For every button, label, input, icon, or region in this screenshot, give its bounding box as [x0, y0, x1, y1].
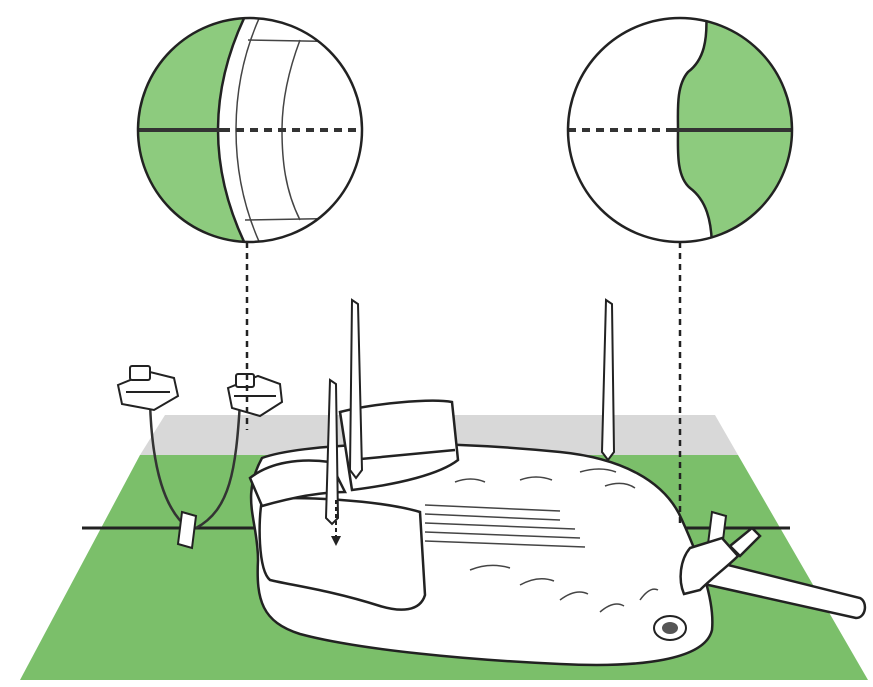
base-plate-ridges [424, 468, 659, 613]
wire-connector-icon [226, 373, 284, 418]
wire-to-right-connector [195, 401, 242, 530]
zoom-callout-left [136, 16, 364, 244]
wire-clip-icon [176, 510, 198, 550]
insertion-arrow-head [331, 536, 341, 546]
zoom-callout-right [566, 16, 794, 244]
charging-station-icon [248, 399, 460, 611]
hammer-icon [679, 526, 867, 620]
charging-station-base [249, 442, 714, 667]
stake-icon [348, 298, 364, 480]
stake-icon [600, 298, 616, 462]
wire-connector-icon [116, 365, 180, 412]
screw-hole [653, 615, 687, 641]
